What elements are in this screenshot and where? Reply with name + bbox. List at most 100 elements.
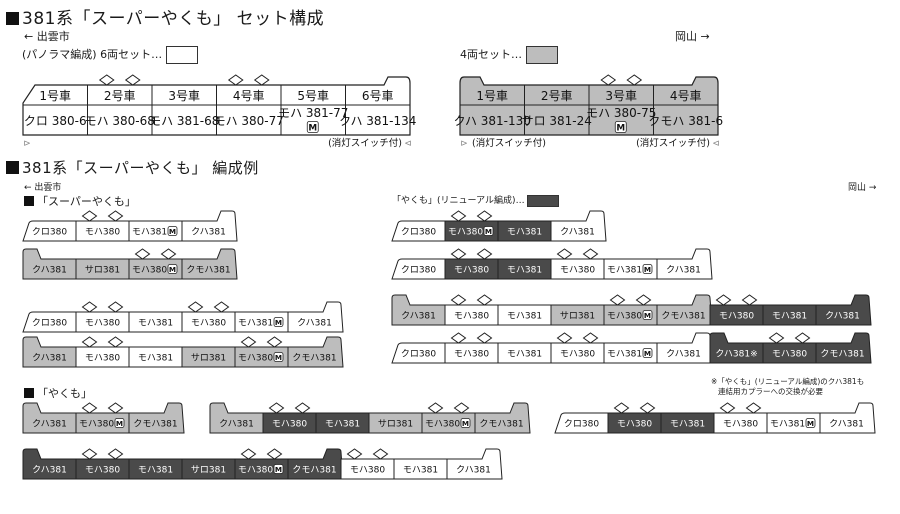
pantograph-icon	[107, 336, 124, 348]
car: サロ381	[181, 458, 236, 480]
pantograph-icon	[372, 448, 389, 460]
motor-icon	[273, 317, 284, 327]
car-label: クロ380	[401, 265, 436, 276]
pantograph-icon	[476, 210, 493, 222]
motor-icon-label: M	[308, 124, 317, 134]
pantograph-icon	[582, 332, 599, 344]
pantograph-icon	[556, 332, 573, 344]
car: クハ381	[656, 332, 713, 364]
bullet-square-icon	[24, 196, 34, 206]
car: モハ380	[181, 301, 236, 333]
pantograph-icon	[160, 248, 177, 260]
car-body	[287, 336, 344, 368]
pantograph-icon	[600, 74, 617, 86]
motor-icon	[167, 226, 178, 236]
car-label: クハ381	[666, 265, 701, 276]
car-label: モハ381	[770, 420, 805, 430]
car-name: モハ 380-75	[586, 106, 656, 120]
car: クハ381	[287, 301, 344, 333]
car-body	[474, 402, 531, 434]
car-label: サロ381	[191, 465, 226, 476]
car: モハ380	[709, 294, 764, 326]
pantograph-icon	[213, 301, 230, 313]
car-label: クハ381	[32, 265, 67, 276]
car-label: クモハ381	[186, 265, 230, 276]
car-label: モハ381	[507, 350, 542, 360]
pantograph-icon	[450, 210, 467, 222]
motor-icon-label: M	[275, 465, 282, 474]
car: クモハ381	[128, 402, 185, 434]
car-label: モハ380	[617, 420, 652, 430]
car: クモハ381	[474, 402, 531, 434]
car-label: クハ381	[191, 227, 226, 238]
car: クハ381	[550, 210, 607, 242]
car: モハ380	[550, 248, 605, 280]
car-label: モハ380	[238, 466, 273, 476]
car: クモハ381	[287, 448, 344, 480]
motor-icon-label: M	[644, 265, 651, 274]
car-body	[22, 448, 77, 480]
car-label: クモハ381	[292, 353, 336, 364]
car: モハ380	[340, 448, 395, 480]
car: モハ381	[128, 458, 183, 480]
motor-icon-label: M	[616, 124, 625, 134]
car: モハ380	[607, 402, 662, 434]
pantograph-icon	[476, 294, 493, 306]
car: モハ381	[497, 258, 552, 280]
pantograph-icon	[453, 402, 470, 414]
car-body	[287, 448, 344, 480]
car-label: モハ381	[325, 420, 360, 430]
car-body	[815, 332, 872, 364]
car: モハ380	[713, 402, 768, 434]
car-label: クモハ381	[292, 465, 336, 476]
section1-right-direction: 岡山 →	[675, 30, 710, 43]
motor-icon-label: M	[275, 318, 282, 327]
four-car-set-label-text: 4両セット…	[460, 48, 522, 61]
pantograph-icon	[613, 402, 630, 414]
car: クハ381	[815, 294, 872, 326]
car: サロ381	[550, 304, 605, 326]
car-label: クロ380	[401, 349, 436, 360]
car-number: 2号車	[541, 89, 573, 103]
car-label: クハ381	[829, 419, 864, 430]
car-label: クハ381	[32, 465, 67, 476]
pantograph-icon	[346, 448, 363, 460]
car-body	[656, 248, 713, 280]
car-body	[128, 402, 185, 434]
motor-icon	[642, 348, 653, 358]
car-label: モハ380	[350, 466, 385, 476]
car: モハ381	[128, 346, 183, 368]
car-body	[287, 301, 344, 333]
car-label: モハ381	[607, 350, 642, 360]
motor-icon-label: M	[116, 419, 123, 428]
car: モハ381	[497, 342, 552, 364]
car-label: モハ380	[448, 228, 483, 238]
motor-icon	[805, 418, 816, 428]
car-label: サロ381	[560, 311, 595, 322]
car-body	[815, 294, 872, 326]
car-body	[819, 402, 876, 434]
car-label: モハ380	[85, 466, 120, 476]
car: モハ381	[497, 304, 552, 326]
car: クハ381	[22, 248, 77, 280]
car-name: モハ 381-77	[278, 106, 348, 120]
footnote-line1: ※「やくも」(リニューアル編成)のクハ381も	[711, 377, 865, 386]
motor-icon	[306, 121, 319, 133]
car-name: クモハ 381-6	[648, 114, 723, 128]
section1-title: 381系「スーパーやくも」 セット構成	[6, 4, 324, 29]
car: クハ381	[656, 248, 713, 280]
footnote-line2: 連結用カプラーへの交換が必要	[718, 387, 823, 396]
pantograph-icon	[81, 301, 98, 313]
car-number: 2号車	[104, 89, 136, 103]
pantograph-icon	[719, 402, 736, 414]
car: クハ381	[181, 210, 238, 242]
car-body	[22, 248, 77, 280]
motor-icon	[167, 264, 178, 274]
car-label: モハ380	[772, 350, 807, 360]
